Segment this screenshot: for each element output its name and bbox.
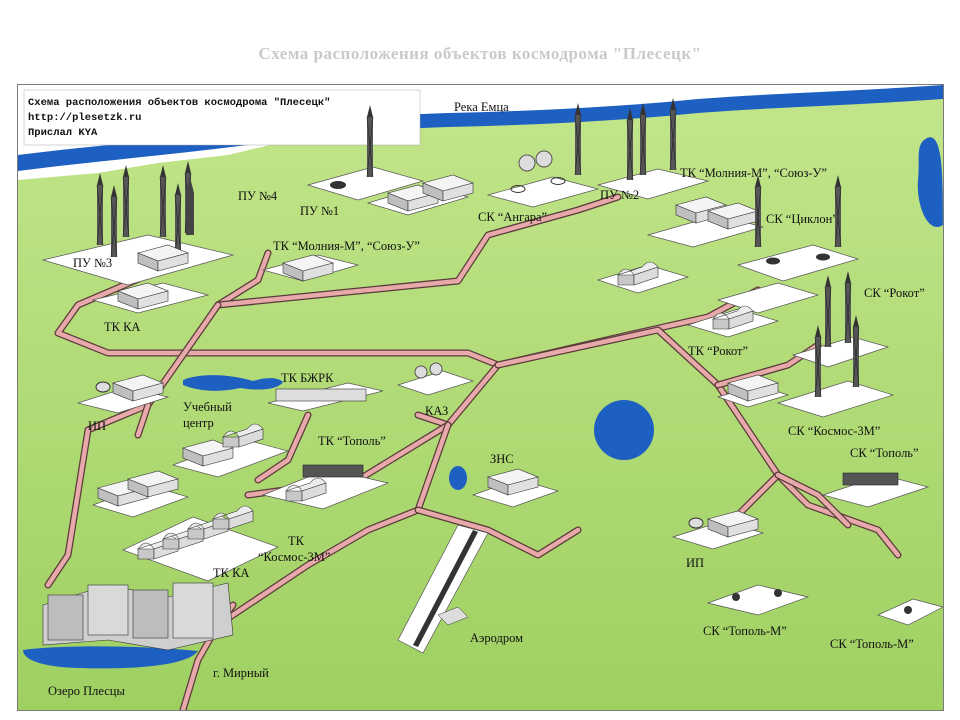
label-kaz: КАЗ	[425, 404, 448, 418]
label-ip-1: ИП	[88, 419, 106, 433]
label-sk-topol-m-1: СК “Тополь-М”	[703, 624, 787, 638]
label-pu4: ПУ №4	[238, 189, 278, 203]
header-line3: Прислал KYA	[28, 127, 98, 139]
header-line2: http://plesetzk.ru	[28, 112, 141, 124]
river-label: Река Емца	[454, 100, 509, 114]
label-pu1: ПУ №1	[300, 204, 339, 218]
label-pu2: ПУ №2	[600, 188, 639, 202]
label-ip-2: ИП	[686, 556, 704, 570]
page-title: Схема расположения объектов космодрома "…	[258, 44, 702, 63]
label-tk-bzhrk: ТК БЖРК	[281, 371, 334, 385]
lake-plestsy	[23, 646, 198, 669]
label-tk-rokot: ТК “Рокот”	[688, 344, 748, 358]
cosmodrome-map: Река Емца Схема расположения объектов ко…	[17, 84, 944, 711]
label-sk-angara: СК “Ангара”	[478, 210, 547, 224]
label-sk-topol-m-2: СК “Тополь-М”	[830, 637, 914, 651]
sk-kosmos-pad	[776, 380, 895, 418]
label-sk-tsiklon: СК “Циклон”	[766, 212, 838, 226]
label-tk-kosmos-1: ТК	[288, 534, 305, 548]
label-zns: ЗНС	[490, 452, 514, 466]
label-tk-kosmos-2: “Космос-3М”	[258, 550, 330, 564]
pu2-pad	[596, 168, 710, 200]
label-lake: Озеро Плесцы	[48, 684, 125, 698]
mirny-buildings	[42, 582, 234, 651]
label-uchebny-2: центр	[183, 416, 214, 430]
label-sk-topol: СК “Тополь”	[850, 446, 919, 460]
label-pu3: ПУ №3	[73, 256, 112, 270]
label-tk-molniya-1: ТК “Молния-М”, “Союз-У”	[273, 239, 420, 253]
label-tk-topol: ТК “Тополь”	[318, 434, 386, 448]
tsiklon-pad	[736, 244, 860, 282]
header-box	[23, 89, 421, 146]
tk-kosmos-pad	[122, 516, 279, 582]
label-sk-kosmos: СК “Космос-3М”	[788, 424, 880, 438]
river	[18, 85, 943, 171]
sk-topol-m-1-pad	[706, 584, 810, 616]
angara-pad	[486, 176, 600, 208]
label-uchebny-1: Учебный	[183, 400, 232, 414]
kaz-pad	[396, 370, 475, 396]
right-lake	[917, 137, 943, 227]
zns-pond	[449, 466, 467, 490]
label-tk-ka-2: ТК КА	[213, 566, 249, 580]
label-aerodrom: Аэродром	[470, 631, 523, 645]
label-mirny: г. Мирный	[213, 666, 269, 680]
label-tk-molniya-2: ТК “Молния-М”, “Союз-У”	[680, 166, 827, 180]
central-pond	[594, 400, 654, 460]
training-pond	[183, 375, 283, 391]
label-tk-ka-1: ТК КА	[104, 320, 140, 334]
pu1-pad	[306, 166, 425, 201]
label-sk-rokot: СК “Рокот”	[864, 286, 925, 300]
header-line1: Схема расположения объектов космодрома "…	[28, 96, 330, 109]
